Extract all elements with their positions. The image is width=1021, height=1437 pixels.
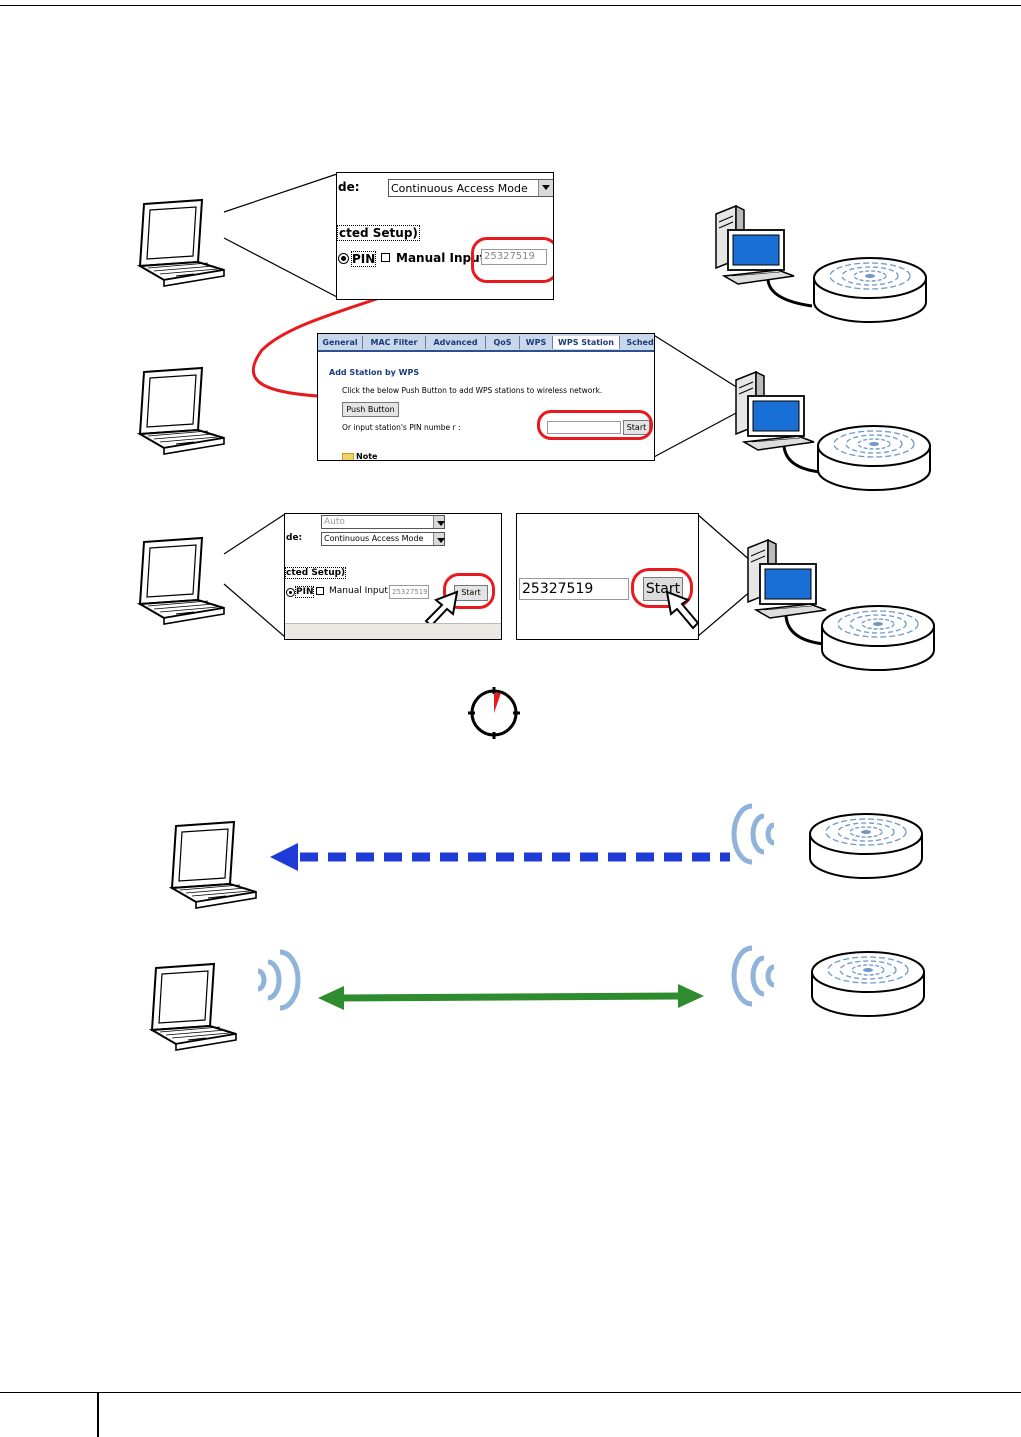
pin-label: PIN: [351, 251, 377, 267]
callout-line: [651, 411, 739, 459]
chevron-down-icon: [433, 533, 445, 545]
wireless-signal-icon: [734, 806, 774, 862]
tab-wps[interactable]: WPS: [520, 336, 553, 349]
pin-radio[interactable]: [286, 588, 295, 597]
wireless-signal-icon: [258, 952, 298, 1008]
ethernet-cable: [766, 279, 813, 308]
arrow-head: [318, 986, 344, 1010]
highlight-circle: [471, 237, 553, 283]
desktop-computer-icon: [735, 371, 815, 451]
tab-schedule[interactable]: Sched: [626, 338, 654, 347]
laptop-icon: [139, 537, 225, 625]
note-label: Note: [356, 452, 378, 461]
tab-qos[interactable]: QoS: [486, 336, 520, 349]
station-pin-input[interactable]: 25327519: [519, 578, 629, 600]
pin-prompt: Or input station's PIN numbe r :: [342, 423, 461, 432]
pin-label: PIN: [295, 586, 315, 598]
pin-radio[interactable]: [338, 253, 349, 264]
desktop-computer-icon: [715, 205, 795, 285]
chevron-down-icon: [433, 516, 445, 528]
mode-select-value: Continuous Access Mode: [391, 182, 528, 195]
mode-select[interactable]: Continuous Access Mode: [388, 179, 553, 197]
access-point-icon: [811, 951, 925, 1017]
wps-station-screenshot: General MAC Filter Advanced QoS WPS WPS …: [317, 333, 655, 461]
ethernet-cable: [782, 445, 821, 474]
header-rule: [0, 5, 1021, 6]
section-heading: Add Station by WPS: [329, 368, 420, 377]
laptop-icon: [171, 821, 257, 909]
setup-label: cted Setup): [285, 567, 347, 579]
auto-select[interactable]: Auto: [321, 515, 445, 529]
highlight-circle: [631, 568, 693, 608]
tab-bar: General MAC Filter Advanced QoS WPS WPS …: [318, 334, 654, 352]
tab-general[interactable]: General: [318, 336, 363, 349]
tab-wps-station[interactable]: WPS Station: [553, 336, 620, 349]
instruction-text: Click the below Push Button to add WPS s…: [342, 386, 603, 395]
folder-icon: [342, 453, 354, 460]
timer-icon: [468, 687, 520, 739]
ap-start-screenshot: 25327519 Start: [516, 513, 699, 640]
arrow-head: [270, 843, 298, 871]
footer-rule: [0, 1392, 1021, 1393]
laptop-icon: [151, 963, 237, 1051]
access-point-icon: [821, 605, 935, 671]
callout-line: [223, 583, 286, 638]
laptop-icon: [139, 199, 225, 287]
status-bar: [285, 623, 501, 639]
highlight-circle: [443, 573, 495, 609]
highlight-circle: [537, 410, 653, 440]
callout-line: [696, 589, 753, 638]
pin-field: 25327519: [481, 249, 547, 265]
pin-field: 25327519: [389, 585, 429, 599]
tab-advanced[interactable]: Advanced: [426, 336, 486, 349]
access-point-icon: [813, 257, 927, 323]
page-number-box: [0, 1392, 99, 1437]
cursor-arrow-icon: [665, 590, 698, 630]
manual-input-checkbox[interactable]: [381, 253, 390, 262]
ethernet-cable: [784, 615, 825, 646]
mode-label: de:: [338, 180, 360, 194]
manual-input-label: Manual Input: [329, 586, 388, 596]
laptop-icon: [139, 367, 225, 455]
manual-input-label: Manual Input: [396, 251, 486, 265]
callout-line: [223, 173, 338, 213]
mode-label: de:: [286, 533, 303, 543]
auto-select-value: Auto: [324, 517, 345, 527]
access-point-icon: [817, 425, 931, 491]
callout-line: [223, 237, 338, 298]
secure-connection-arrow: [339, 992, 683, 1002]
client-pin-screenshot: de: Continuous Access Mode cted Setup) P…: [336, 172, 554, 300]
wireless-signal-icon: [734, 948, 774, 1004]
callout-line: [696, 513, 753, 563]
callout-line: [651, 333, 739, 389]
manual-input-checkbox[interactable]: [316, 587, 324, 595]
push-button[interactable]: Push Button: [342, 402, 399, 417]
client-start-screenshot: Auto de: Continuous Access Mode cted Set…: [284, 513, 502, 640]
setup-label: cted Setup): [337, 225, 420, 241]
access-point-icon: [809, 813, 923, 879]
tab-mac-filter[interactable]: MAC Filter: [363, 336, 426, 349]
callout-line: [223, 513, 286, 555]
desktop-computer-icon: [747, 539, 827, 619]
chevron-down-icon: [538, 180, 553, 196]
mode-select[interactable]: Continuous Access Mode: [321, 532, 445, 546]
arrow-head: [678, 984, 704, 1008]
mode-select-value: Continuous Access Mode: [324, 534, 424, 543]
